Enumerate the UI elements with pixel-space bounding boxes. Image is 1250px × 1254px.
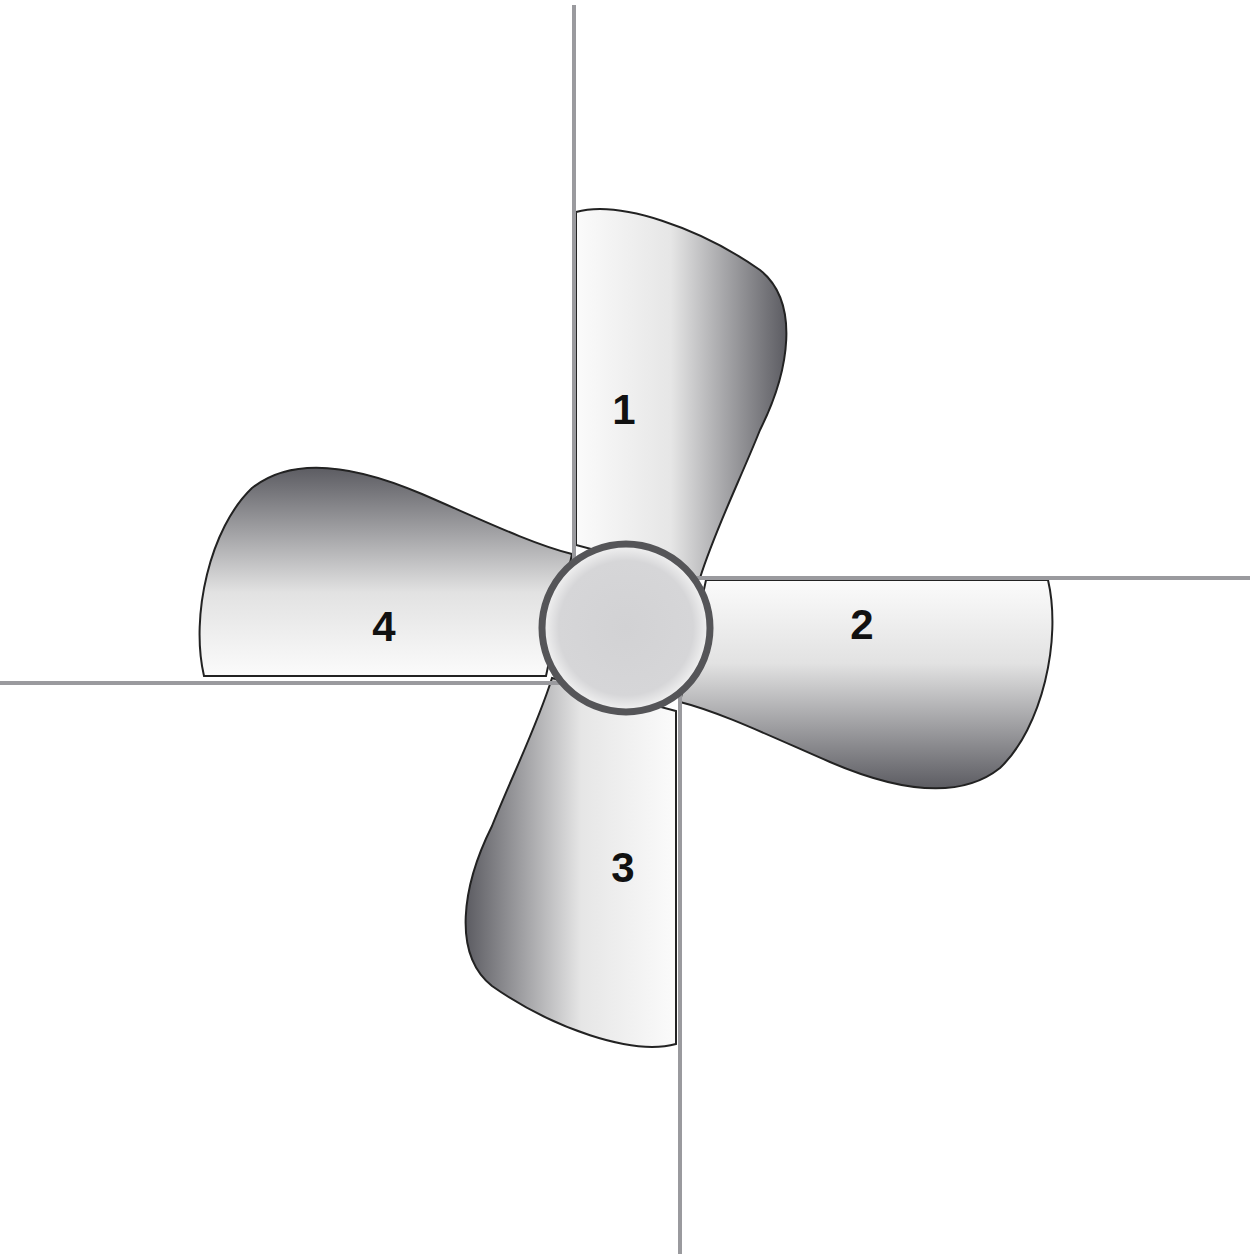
reference-line xyxy=(572,5,576,560)
reference-line xyxy=(678,690,682,1254)
propeller-blade xyxy=(576,209,786,578)
propeller-blade xyxy=(680,580,1052,789)
callout-number: 2 xyxy=(850,604,873,646)
callout-number: 1 xyxy=(612,389,635,431)
propeller-blade xyxy=(200,467,572,676)
callout-number: 4 xyxy=(372,606,395,648)
propeller-hub xyxy=(542,544,710,712)
reference-line xyxy=(690,576,1250,580)
propeller-blade xyxy=(466,678,676,1047)
reference-line xyxy=(0,681,560,685)
callout-number: 3 xyxy=(611,847,634,889)
